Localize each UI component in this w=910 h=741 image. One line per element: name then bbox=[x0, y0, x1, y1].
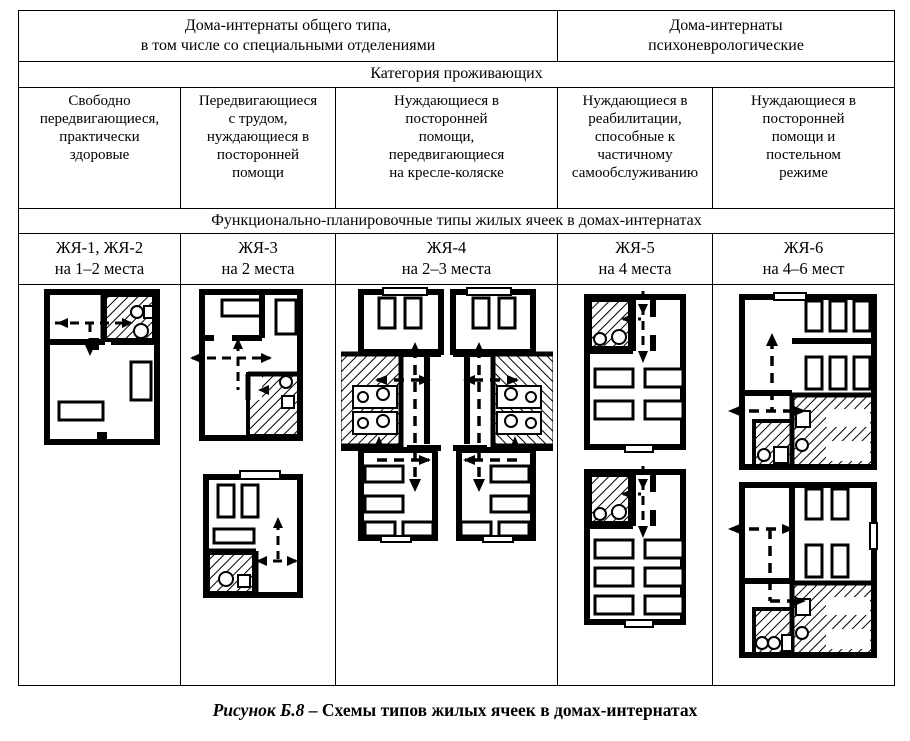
plan-zhya-3-unit-1 bbox=[189, 288, 303, 441]
cell-type-3-capacity: на 2–3 места bbox=[401, 259, 492, 279]
category-3-line-4: передвигающиеся bbox=[388, 146, 505, 163]
plan-zhya-3 bbox=[189, 288, 303, 598]
plan-cell-zhya-6 bbox=[711, 283, 896, 686]
cell-type-zhya-6: ЖЯ-6 на 4–6 мест bbox=[711, 233, 896, 285]
cell-type-2-code: ЖЯ-3 bbox=[238, 238, 278, 258]
table-row-cell-types: ЖЯ-1, ЖЯ-2 на 1–2 места ЖЯ-3 на 2 места … bbox=[18, 233, 896, 285]
cell-type-1-capacity: на 1–2 места bbox=[54, 259, 145, 279]
category-4-line-4: частичному bbox=[597, 146, 673, 163]
plan-cell-zhya-5 bbox=[557, 283, 713, 686]
plan-zhya-6-unit-1 bbox=[727, 291, 877, 470]
category-2-line-1: Передвигающиеся bbox=[198, 92, 318, 109]
category-4-line-5: самообслуживанию bbox=[571, 164, 699, 181]
cell-type-zhya-4: ЖЯ-4 на 2–3 места bbox=[335, 233, 558, 285]
category-cell-4: Нуждающиеся в реабилитации, способные к … bbox=[557, 86, 713, 209]
plan-zhya-6-unit-2 bbox=[727, 481, 878, 658]
figure-caption-text: Схемы типов жилых ячеек в домах-интернат… bbox=[321, 700, 698, 720]
category-3-line-5: на кресле-коляске bbox=[389, 164, 504, 181]
table-row-band-category: Категория проживающих bbox=[17, 61, 896, 88]
cell-type-4-code: ЖЯ-5 bbox=[615, 238, 655, 258]
plan-zhya-5 bbox=[583, 290, 686, 628]
figure-caption-dash: – bbox=[304, 700, 322, 720]
category-1-line-3: практически bbox=[59, 128, 140, 145]
category-2-line-5: помощи bbox=[232, 164, 284, 181]
category-3-line-2: посторонней bbox=[405, 110, 488, 127]
plan-zhya-4 bbox=[340, 286, 553, 543]
plan-zhya-1-2 bbox=[43, 288, 160, 445]
plan-cell-zhya-3 bbox=[180, 283, 336, 686]
plan-zhya-5-unit-1 bbox=[583, 290, 686, 453]
cell-type-2-capacity: на 2 места bbox=[221, 259, 295, 279]
category-cell-5: Нуждающиеся в посторонней помощи и посте… bbox=[711, 86, 896, 209]
facility-header-psychoneuro: Дома-интернаты психоневрологические bbox=[556, 10, 896, 62]
plan-zhya-6 bbox=[727, 291, 878, 658]
category-cell-3: Нуждающиеся в посторонней помощи, передв… bbox=[335, 86, 558, 209]
facility-header-psychoneuro-line2: психоневрологические bbox=[648, 37, 804, 54]
category-cell-1: Свободно передвигающиеся, практически зд… bbox=[18, 86, 181, 209]
cell-type-zhya-5: ЖЯ-5 на 4 места bbox=[557, 233, 713, 285]
band-functional-types: Функционально-планировочные типы жилых я… bbox=[17, 207, 896, 235]
figure-caption-label: Рисунок Б.8 bbox=[212, 700, 305, 720]
facility-header-general: Дома-интернаты общего типа, в том числе … bbox=[18, 10, 558, 62]
plan-cell-zhya-4 bbox=[335, 283, 558, 686]
band-category-residents: Категория проживающих bbox=[17, 61, 896, 88]
plan-zhya-3-unit-2 bbox=[202, 469, 303, 598]
category-4-line-1: Нуждающиеся в bbox=[582, 92, 688, 109]
category-1-line-1: Свободно bbox=[68, 92, 131, 109]
facility-header-psychoneuro-line1: Дома-интернаты bbox=[669, 17, 783, 34]
category-5-line-4: постельном bbox=[766, 146, 841, 163]
cell-type-zhya-1-2: ЖЯ-1, ЖЯ-2 на 1–2 места bbox=[18, 233, 181, 285]
category-2-line-2: с трудом, bbox=[228, 110, 288, 127]
cell-type-5-capacity: на 4–6 мест bbox=[762, 259, 845, 279]
cell-type-1-code: ЖЯ-1, ЖЯ-2 bbox=[55, 238, 144, 258]
category-4-line-2: реабилитации, bbox=[588, 110, 682, 127]
category-2-line-4: посторонней bbox=[216, 146, 300, 163]
category-cell-2: Передвигающиеся с трудом, нуждающиеся в … bbox=[180, 86, 336, 209]
facility-header-general-line1: Дома-интернаты общего типа, bbox=[184, 17, 392, 34]
cell-type-5-code: ЖЯ-6 bbox=[783, 238, 824, 258]
category-3-line-3: помощи, bbox=[418, 128, 475, 145]
plan-zhya-5-unit-2 bbox=[583, 465, 686, 628]
category-1-line-4: здоровые bbox=[69, 146, 130, 163]
category-5-line-2: посторонней bbox=[762, 110, 845, 127]
figure-caption: Рисунок Б.8 – Схемы типов жилых ячеек в … bbox=[0, 700, 910, 721]
category-1-line-2: передвигающиеся, bbox=[39, 110, 160, 127]
cell-type-3-code: ЖЯ-4 bbox=[426, 238, 467, 258]
category-3-line-1: Нуждающиеся в bbox=[394, 92, 499, 109]
cell-type-zhya-3: ЖЯ-3 на 2 места bbox=[180, 233, 336, 285]
facility-header-general-line2: в том числе со специальными отделениями bbox=[140, 37, 436, 54]
table-row-facility-headers: Дома-интернаты общего типа, в том числе … bbox=[18, 10, 896, 62]
plan-zhya-4-unit-right bbox=[449, 286, 553, 543]
cell-type-4-capacity: на 4 места bbox=[598, 259, 672, 279]
table-row-categories: Свободно передвигающиеся, практически зд… bbox=[18, 86, 896, 209]
cell-types-table: Дома-интернаты общего типа, в том числе … bbox=[17, 10, 896, 686]
category-5-line-5: режиме bbox=[779, 164, 828, 181]
table-row-band-functional: Функционально-планировочные типы жилых я… bbox=[17, 207, 896, 235]
category-5-line-3: помощи и bbox=[771, 128, 836, 145]
category-4-line-3: способные к bbox=[594, 128, 676, 145]
category-2-line-3: нуждающиеся в bbox=[206, 128, 310, 145]
table-row-plans bbox=[18, 283, 896, 686]
plan-cell-zhya-1-2 bbox=[18, 283, 181, 686]
plan-zhya-4-unit-left bbox=[340, 286, 444, 543]
category-5-line-1: Нуждающиеся в bbox=[751, 92, 856, 109]
